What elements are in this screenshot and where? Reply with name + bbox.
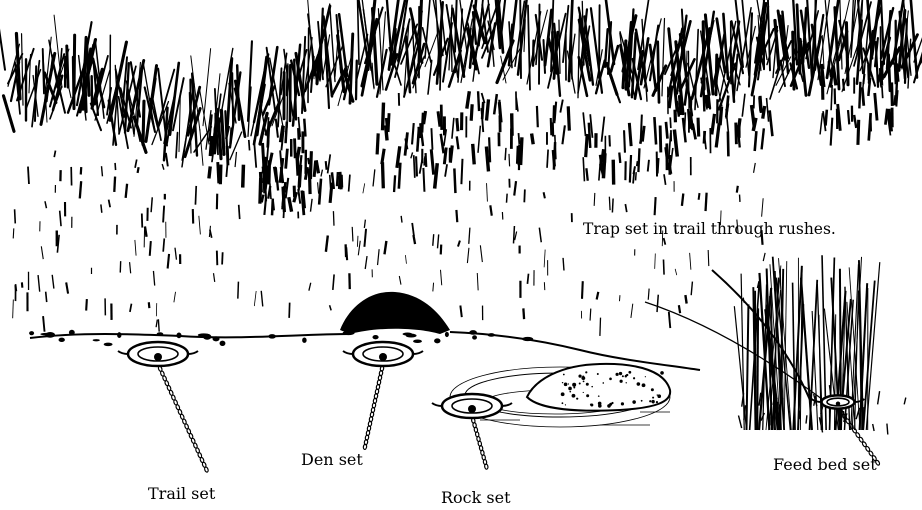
trail-set-trap [118,342,209,473]
label-trail-set: Trail set [148,486,215,502]
grassy-bank [0,0,922,218]
label-den-set: Den set [301,452,363,468]
rock-set-trap [432,394,512,469]
rushes [645,255,906,434]
den-set-trap [343,342,423,450]
label-rock-set: Rock set [441,490,511,506]
label-feed-bed-set: Feed bed set [773,457,877,473]
label-rushes: Trap set in trail through rushes. [583,222,836,238]
den-hole [340,292,450,334]
